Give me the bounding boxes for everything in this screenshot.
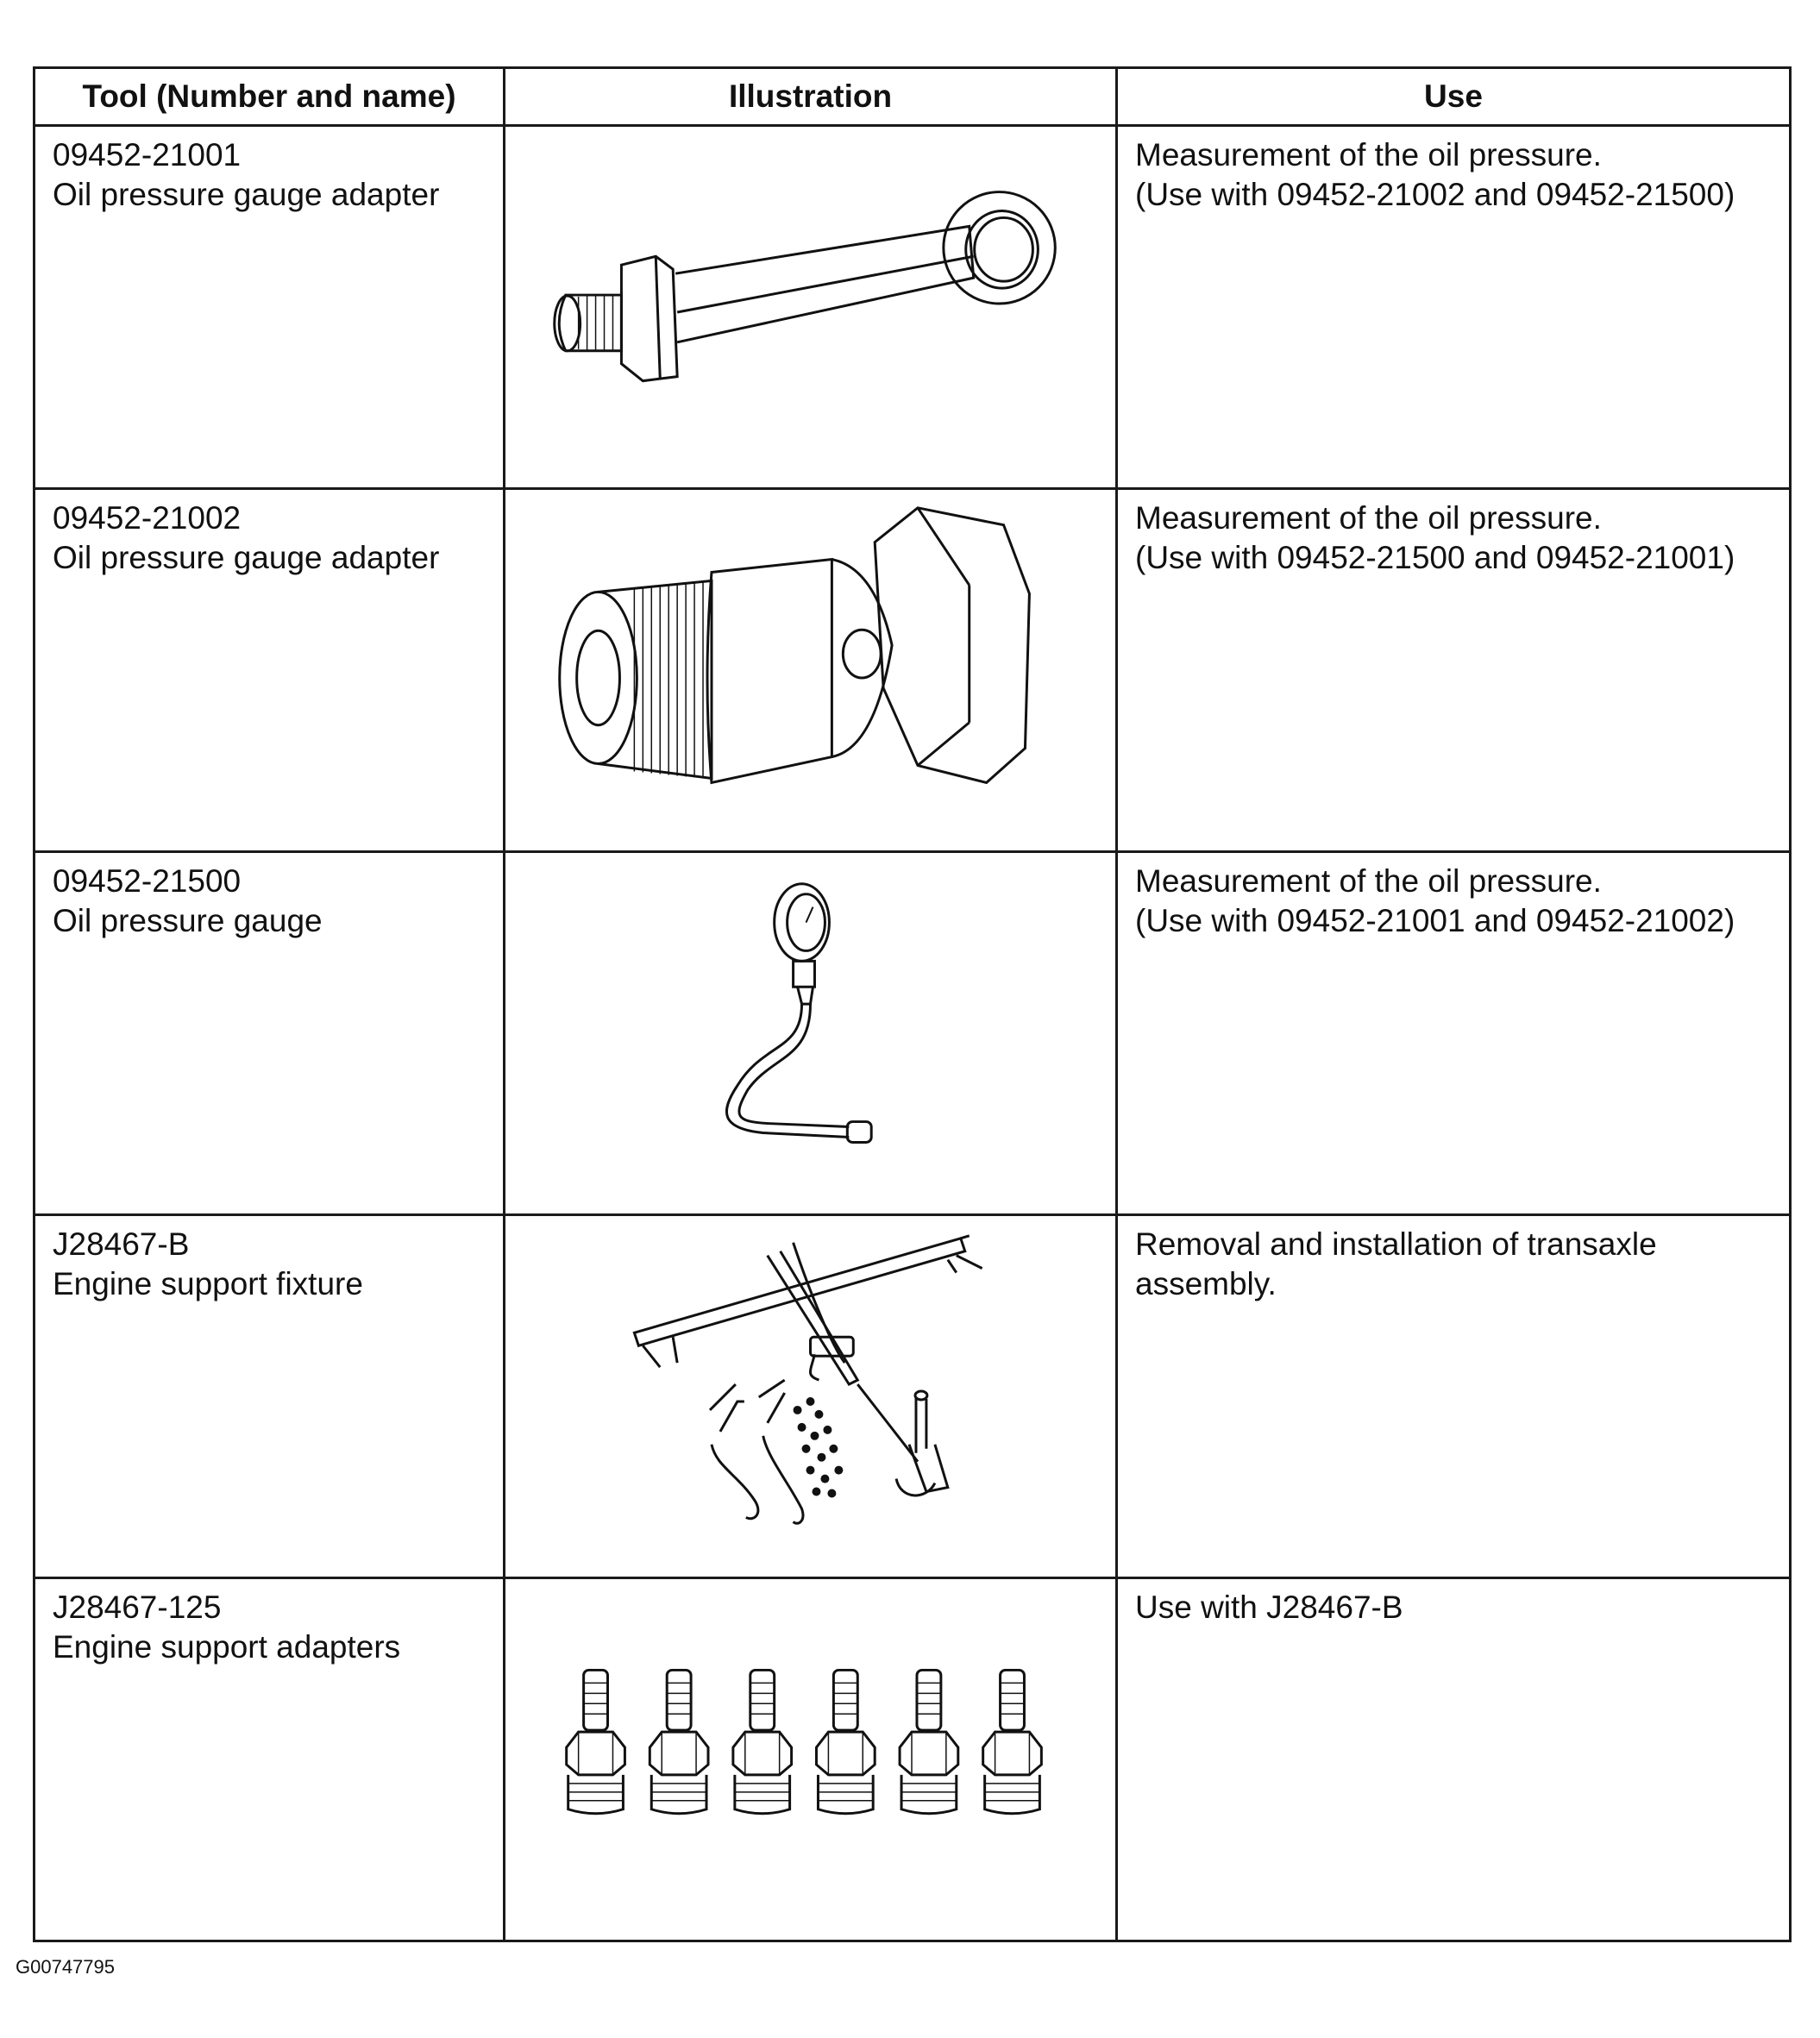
tool-cell: 09452-21500 Oil pressure gauge <box>33 850 505 1216</box>
table-header-row: Tool (Number and name) Illustration Use <box>33 66 1792 127</box>
tool-name: Oil pressure gauge <box>53 903 323 938</box>
use-line: Measurement of the oil pressure. <box>1135 500 1602 536</box>
use-cell: Measurement of the oil pressure. (Use wi… <box>1115 487 1792 853</box>
use-line: Measurement of the oil pressure. <box>1135 137 1602 172</box>
use-cell: Use with J28467-B <box>1115 1577 1792 1942</box>
engine-support-fixture-illustration <box>632 1234 983 1525</box>
tool-cell: J28467-125 Engine support adapters <box>33 1577 505 1942</box>
illustration-cell <box>503 1577 1118 1942</box>
table-row: 09452-21001 Oil pressure gauge adapter <box>33 124 1792 490</box>
special-tools-table: Tool (Number and name) Illustration Use … <box>33 66 1792 1942</box>
use-line: Use with J28467-B <box>1135 1590 1403 1625</box>
engine-support-adapters-illustration <box>565 1668 1043 1815</box>
use-line: (Use with 09452-21002 and 09452-21500) <box>1135 177 1735 212</box>
tool-name: Oil pressure gauge adapter <box>53 177 440 212</box>
threaded-hex-adapter-illustration <box>558 506 1031 785</box>
table-row: J28467-B Engine support fixture <box>33 1213 1792 1579</box>
tool-number: J28467-125 <box>53 1590 222 1625</box>
header-illustration: Illustration <box>503 66 1118 127</box>
illustration-cell <box>503 1213 1118 1579</box>
use-cell: Measurement of the oil pressure. (Use wi… <box>1115 850 1792 1216</box>
use-line: (Use with 09452-21500 and 09452-21001) <box>1135 540 1735 575</box>
tool-cell: 09452-21002 Oil pressure gauge adapter <box>33 487 505 853</box>
use-line: Removal and installation of transaxle <box>1135 1226 1657 1262</box>
figure-code: G00747795 <box>16 1956 115 1978</box>
use-line: assembly. <box>1135 1266 1277 1301</box>
table-row: J28467-125 Engine support adapters <box>33 1577 1792 1942</box>
use-line: (Use with 09452-21001 and 09452-21002) <box>1135 903 1735 938</box>
use-line: Measurement of the oil pressure. <box>1135 863 1602 899</box>
illustration-cell <box>503 124 1118 490</box>
header-tool: Tool (Number and name) <box>33 66 505 127</box>
tool-number: 09452-21001 <box>53 137 242 172</box>
tool-number: 09452-21500 <box>53 863 242 899</box>
tool-name: Engine support adapters <box>53 1629 401 1665</box>
tool-cell: J28467-B Engine support fixture <box>33 1213 505 1579</box>
tool-cell: 09452-21001 Oil pressure gauge adapter <box>33 124 505 490</box>
tool-name: Engine support fixture <box>53 1266 363 1301</box>
oil-pressure-gauge-illustration <box>725 882 873 1144</box>
header-use: Use <box>1115 66 1792 127</box>
illustration-cell <box>503 487 1118 853</box>
tool-number: J28467-B <box>53 1226 190 1262</box>
illustration-cell <box>503 850 1118 1216</box>
table-row: 09452-21500 Oil pressure gauge <box>33 850 1792 1216</box>
use-cell: Measurement of the oil pressure. (Use wi… <box>1115 124 1792 490</box>
tool-number: 09452-21002 <box>53 500 242 536</box>
banjo-bolt-adapter-illustration <box>553 191 1057 383</box>
use-cell: Removal and installation of transaxle as… <box>1115 1213 1792 1579</box>
tool-name: Oil pressure gauge adapter <box>53 540 440 575</box>
table-row: 09452-21002 Oil pressure gauge adapter <box>33 487 1792 853</box>
